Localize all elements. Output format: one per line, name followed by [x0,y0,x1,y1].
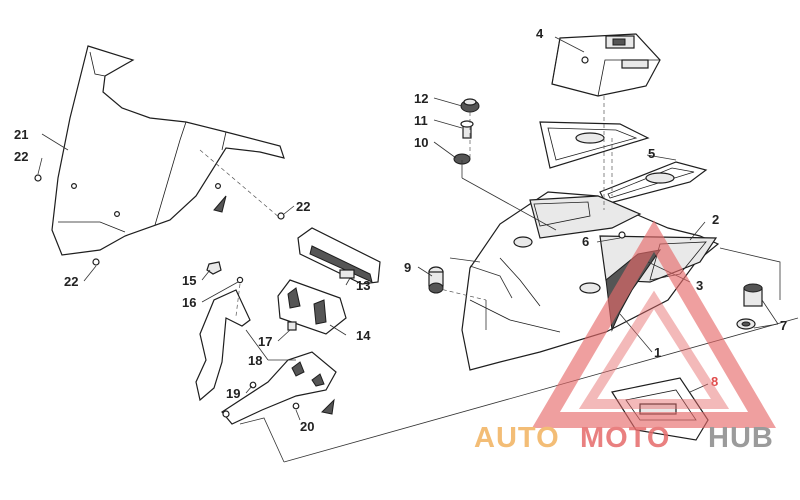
callout-1: 1 [654,345,661,360]
screw-22-left [34,174,42,182]
callout-10: 10 [414,135,428,150]
callout-8: 8 [711,374,718,389]
callout-22-left: 22 [14,149,28,164]
callout-4: 4 [536,26,544,41]
lens-panels-part-5 [539,121,708,205]
housing-part-13 [297,227,381,285]
screw-22-right [277,212,285,220]
watermark-triangle-logo [532,220,776,428]
bracket-box-part-14 [277,279,347,335]
callout-20: 20 [300,419,314,434]
screw-part-6 [618,231,626,239]
socket-part-9 [428,266,444,294]
arrow-marker-windshield [213,195,227,213]
callout-2: 2 [712,212,719,227]
callout-14: 14 [356,328,371,343]
callout-13: 13 [356,278,370,293]
knob-part-7 [736,283,763,330]
top-cover-part-4 [551,33,661,97]
screw-22-bottom [92,258,100,266]
callout-12: 12 [414,91,428,106]
callout-11: 11 [414,113,428,128]
fasteners-parts-15-17 [206,261,297,331]
watermark-text-moto: MOTO [580,422,670,454]
callout-21: 21 [14,127,28,142]
callout-9: 9 [404,260,411,275]
watermark-text-auto: AUTO [474,422,560,454]
fastener-stack-parts-10-12 [453,98,480,165]
callout-labels: 4 5 12 11 10 2 6 3 9 7 1 8 21 22 22 22 1… [14,26,787,434]
callout-3: 3 [696,278,703,293]
screw-part-20 [292,402,300,410]
arrow-marker-bracket [320,398,335,415]
windshield-part-21 [34,45,285,266]
mount-bracket-part-18 [195,289,337,425]
callout-7: 7 [780,318,787,333]
phantom-lines [199,96,613,317]
screw-part-17 [287,321,297,331]
callout-19: 19 [226,386,240,401]
watermark-text-hub: HUB [708,422,774,454]
callout-18: 18 [248,353,262,368]
callout-6: 6 [582,234,589,249]
callout-22-bottom: 22 [64,274,78,289]
callout-5: 5 [648,146,655,161]
watermark: AUTO MOTO HUB [474,220,776,454]
washer-part-16 [236,276,244,284]
callout-16: 16 [182,295,196,310]
callout-15: 15 [182,273,196,288]
nut-part-15 [206,261,222,275]
callout-22-right: 22 [296,199,310,214]
callout-17: 17 [258,334,272,349]
